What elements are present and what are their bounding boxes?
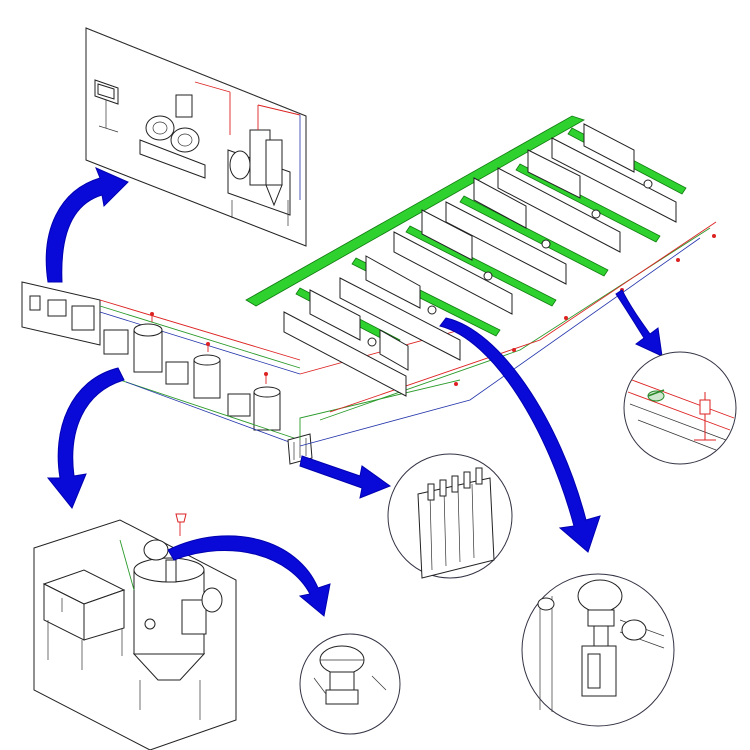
sensor-icon — [647, 389, 665, 402]
valve-detail — [521, 573, 675, 727]
injection-molding-machine-rows — [150, 115, 716, 397]
central-control-station-detail — [85, 27, 307, 247]
cross-rail-3 — [405, 225, 557, 307]
sensor-detail — [623, 351, 737, 465]
valve-icon — [694, 392, 716, 441]
control-panel-icon — [94, 79, 119, 133]
main-rail — [245, 115, 585, 307]
cyclone-filter-icon — [227, 104, 301, 226]
machine-row-front — [283, 123, 677, 397]
arrow-to-drying-hopper — [46, 367, 125, 509]
dryer-unit-1 — [103, 314, 163, 373]
dryer-unit-3 — [227, 374, 281, 431]
vacuum-blower-icon — [139, 81, 231, 179]
arrow-to-sensor-detail — [615, 289, 663, 357]
arrow-to-control-station — [45, 167, 129, 283]
manifold-icon-small — [287, 433, 313, 465]
drying-hopper-icon — [119, 513, 223, 720]
manifold-detail — [387, 453, 513, 579]
cross-rail-4 — [459, 195, 609, 277]
arrow-to-manifold-detail — [299, 455, 392, 499]
drying-hopper-detail — [33, 513, 237, 750]
hopper-loader-detail — [299, 633, 401, 735]
manifold-valves — [427, 467, 483, 501]
material-box-icon — [42, 569, 126, 670]
dryer-unit-2 — [165, 344, 221, 399]
arrow-to-loader-detail — [439, 317, 601, 553]
arrow-to-hopper-loader — [167, 535, 331, 617]
sensor-detail-circle — [623, 351, 737, 465]
hopper-loaders — [367, 179, 653, 347]
